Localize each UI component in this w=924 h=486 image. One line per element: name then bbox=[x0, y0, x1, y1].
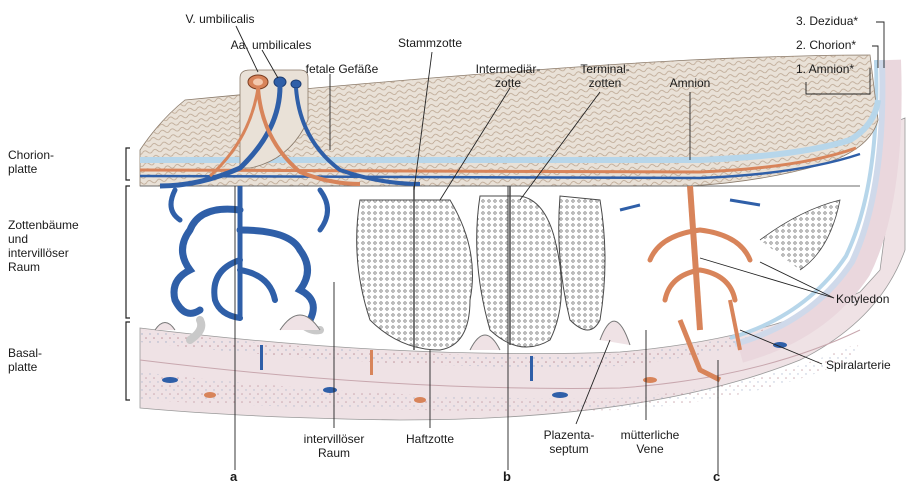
label-haftzotte: Haftzotte bbox=[390, 432, 470, 446]
label-fetale-gefaesse: fetale Gefäße bbox=[292, 62, 392, 76]
label-intervilloeser-raum: intervillöser Raum bbox=[284, 432, 384, 460]
label-basalplatte: Basal- platte bbox=[8, 346, 42, 374]
label-aa-umbilicales: Aa. umbilicales bbox=[216, 38, 326, 52]
left-brackets bbox=[126, 148, 130, 400]
label-b: b bbox=[503, 470, 511, 484]
label-c: c bbox=[713, 470, 720, 484]
villous-tree-b bbox=[357, 186, 605, 350]
label-terminalzotten: Terminal- zotten bbox=[560, 62, 650, 90]
label-kotyledon: Kotyledon bbox=[836, 292, 889, 306]
label-zottenbaeume: Zottenbäume und intervillöser Raum bbox=[8, 218, 79, 274]
label-v-umbilicalis: V. umbilicalis bbox=[175, 12, 265, 26]
label-amnion: Amnion bbox=[660, 76, 720, 90]
label-dezidua: 3. Dezidua* bbox=[796, 14, 858, 28]
label-stammzotte: Stammzotte bbox=[380, 36, 480, 50]
label-amnion-layer: 1. Amnion* bbox=[796, 62, 854, 76]
label-chorionplatte: Chorion- platte bbox=[8, 148, 54, 176]
label-intermediaerzotte: Intermediär- zotte bbox=[458, 62, 558, 90]
label-muetterliche-vene: mütterliche Vene bbox=[600, 428, 700, 456]
label-spiralarterie: Spiralarterie bbox=[826, 358, 891, 372]
label-a: a bbox=[230, 470, 237, 484]
label-chorion: 2. Chorion* bbox=[796, 38, 856, 52]
